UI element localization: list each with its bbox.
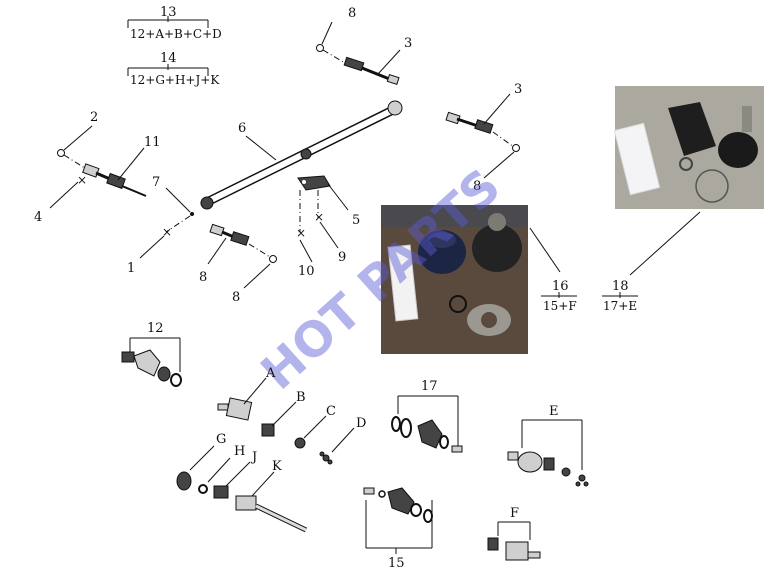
- callout-17: 17: [421, 379, 438, 394]
- callout-8-left: 2: [90, 110, 98, 125]
- callout-C: C: [326, 404, 336, 419]
- callout-7: 1: [127, 261, 135, 276]
- svg-text:×: ×: [162, 225, 172, 239]
- kit-formula-14: 14 12+G+H+J+K: [127, 51, 220, 87]
- callout-16: 16: [552, 279, 569, 294]
- boot-kit-12: 12: [121, 321, 182, 387]
- callout-5: 5: [352, 213, 360, 228]
- inner-joint-set: A B C D: [217, 366, 366, 465]
- formula-12ghjk: 12+G+H+J+K: [130, 73, 220, 87]
- outer-joint-set: G H J K: [176, 432, 308, 533]
- callout-D: D: [356, 416, 366, 431]
- callout-18: 18: [612, 279, 629, 294]
- callout-10: 10: [298, 264, 315, 279]
- formula-17e: 17+E: [603, 299, 637, 313]
- callout-4: 6: [238, 121, 246, 136]
- bolt-6-7: 7 × 1: [127, 175, 194, 276]
- boot-kit-17: 17: [391, 379, 463, 453]
- callout-6: 7: [152, 175, 160, 190]
- callout-8-right: 8: [473, 179, 481, 194]
- callout-8-lower: 8: [232, 290, 240, 305]
- boot-kit-15: 15: [363, 487, 433, 571]
- upper-axle-shaft: 8 3: [316, 6, 412, 86]
- outer-joint-E: E: [507, 404, 589, 487]
- callout-8-top: 8: [348, 6, 356, 21]
- cv-joint-kit-photo: [381, 205, 561, 354]
- kit-formula-16: 16 15+F: [541, 279, 577, 313]
- callout-14: 14: [160, 51, 177, 66]
- kit-formula-18: 18 17+E: [602, 279, 638, 313]
- callout-J: J: [250, 450, 257, 465]
- callout-13: 13: [160, 5, 177, 20]
- callout-A: A: [265, 366, 276, 381]
- formula-12abcd: 12+A+B+C+D: [130, 27, 222, 41]
- callout-E: E: [549, 404, 559, 419]
- callout-B: B: [296, 390, 306, 405]
- callout-11: 4: [34, 210, 42, 225]
- propeller-shaft: 6: [200, 100, 403, 210]
- callout-1: 8: [199, 270, 207, 285]
- callout-3-top: 3: [404, 36, 412, 51]
- callout-12: 12: [147, 321, 164, 336]
- right-axle-shaft: 3 8: [445, 82, 522, 194]
- formula-15f: 15+F: [543, 299, 577, 313]
- callout-9: 9: [338, 250, 346, 265]
- inner-joint-F: F: [487, 506, 541, 561]
- left-axle-shaft: 2 11 × 4: [34, 110, 161, 225]
- callout-3-right: 3: [514, 82, 522, 97]
- callout-G: G: [216, 432, 226, 447]
- clip-mark-11: ×: [77, 173, 87, 187]
- svg-text:×: ×: [314, 210, 324, 224]
- callout-K: K: [272, 459, 282, 474]
- svg-text:×: ×: [296, 226, 306, 240]
- cv-boot-kit-photo: [613, 86, 764, 276]
- callout-F: F: [510, 506, 519, 521]
- kit-formula-13: 13 12+A+B+C+D: [127, 5, 222, 41]
- callout-H: H: [234, 444, 245, 459]
- center-bearing-bracket: × × 5 9 10: [296, 175, 360, 279]
- lower-axle-shaft: 8 8: [199, 223, 277, 305]
- callout-15: 15: [388, 556, 405, 571]
- callout-2: 11: [144, 135, 161, 150]
